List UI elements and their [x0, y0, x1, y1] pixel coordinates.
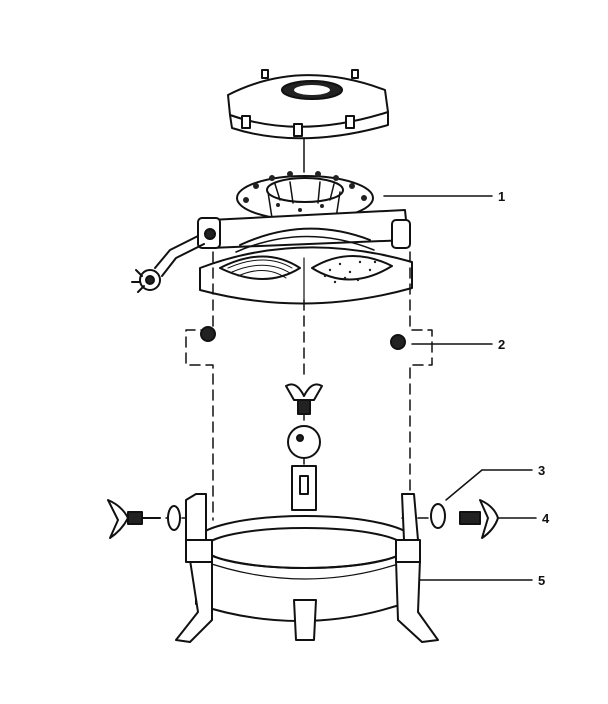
callout-labels: 1 2 3 4 5 — [498, 189, 550, 588]
callout-3: 3 — [538, 463, 545, 478]
callout-4: 4 — [542, 511, 550, 526]
leg-spacer-right — [390, 334, 406, 350]
leg-spacer-left — [200, 326, 216, 342]
grate-plate — [199, 246, 413, 305]
burner-assembly — [236, 171, 374, 221]
burner-bowl — [197, 209, 411, 253]
ring-brackets — [185, 539, 421, 563]
top-cover — [227, 69, 389, 140]
leader-3 — [445, 469, 483, 501]
right-wing-bolt — [459, 499, 499, 539]
leg-front-left — [175, 493, 213, 643]
callout-5: 5 — [538, 573, 545, 588]
right-washer — [430, 503, 446, 529]
center-wing-nut — [285, 383, 323, 415]
base-ring — [194, 515, 416, 622]
left-wing-bolt — [107, 499, 181, 539]
callout-1: 1 — [498, 189, 505, 204]
leg-rear-center — [293, 599, 317, 641]
fuel-valve — [131, 235, 205, 293]
callout-2: 2 — [498, 337, 505, 352]
callout-leaders — [383, 195, 537, 581]
center-washer — [287, 425, 321, 459]
center-bracket — [291, 465, 317, 511]
